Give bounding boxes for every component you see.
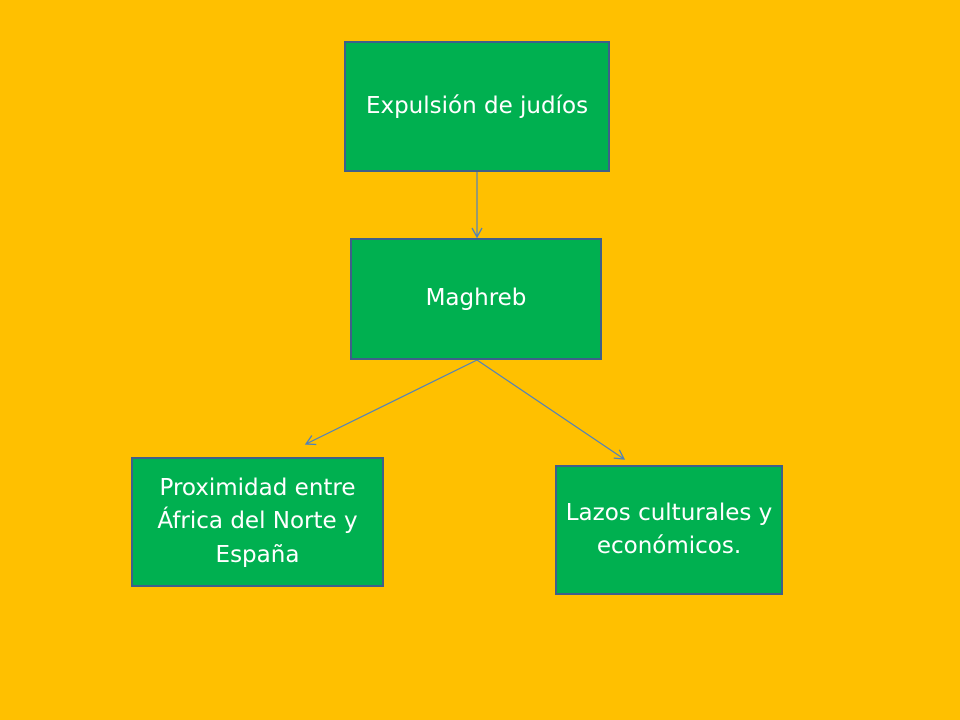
node-expulsion-de-judios: Expulsión de judíos (344, 41, 610, 172)
connector-maghreb-to-proximidad (304, 359, 478, 446)
node-label: Expulsión de judíos (365, 92, 589, 119)
node-label: Lazos culturales y económicos. (565, 499, 773, 559)
node-label: Proximidad entre África del Norte y Espa… (157, 474, 358, 568)
connector-maghreb-to-lazos (476, 359, 626, 460)
node-label: Maghreb (425, 285, 527, 312)
node-lazos-culturales: Lazos culturales y económicos. (555, 465, 783, 595)
node-maghreb: Maghreb (350, 238, 602, 360)
node-proximidad: Proximidad entre África del Norte y Espa… (131, 457, 384, 587)
